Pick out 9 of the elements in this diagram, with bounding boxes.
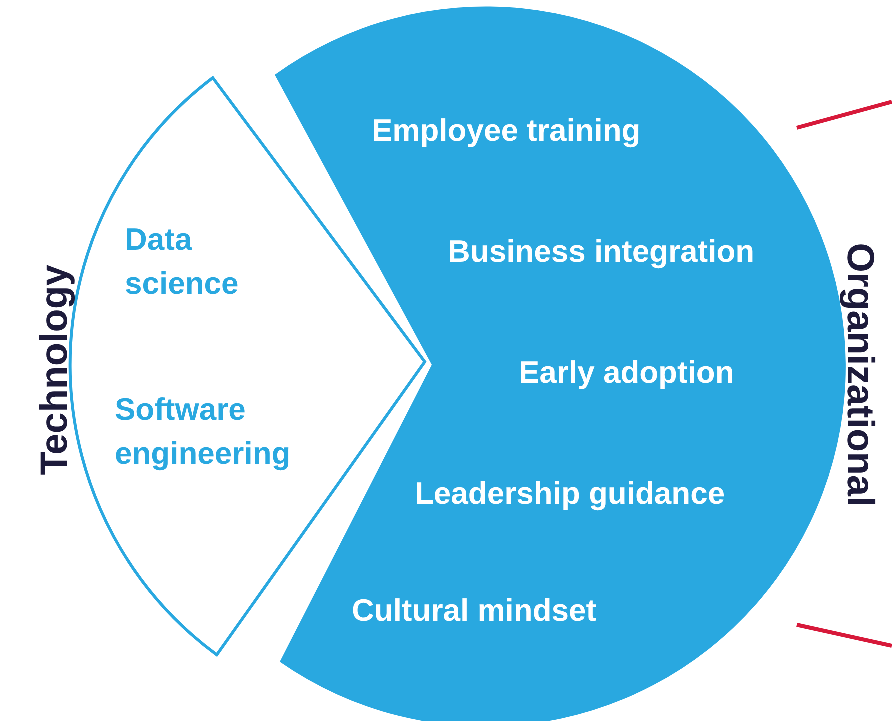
list-item: Cultural mindset — [352, 592, 597, 630]
list-item: Early adoption — [519, 354, 734, 392]
section-heading: Technology — [33, 264, 77, 478]
list-item: Data science — [125, 221, 240, 303]
list-item: Employee training — [372, 112, 641, 150]
section-heading: Organizational — [838, 242, 882, 509]
list-item: Leadership guidance — [415, 475, 726, 513]
list-item: Software engineering — [115, 391, 292, 473]
list-item: Business integration — [448, 233, 755, 271]
